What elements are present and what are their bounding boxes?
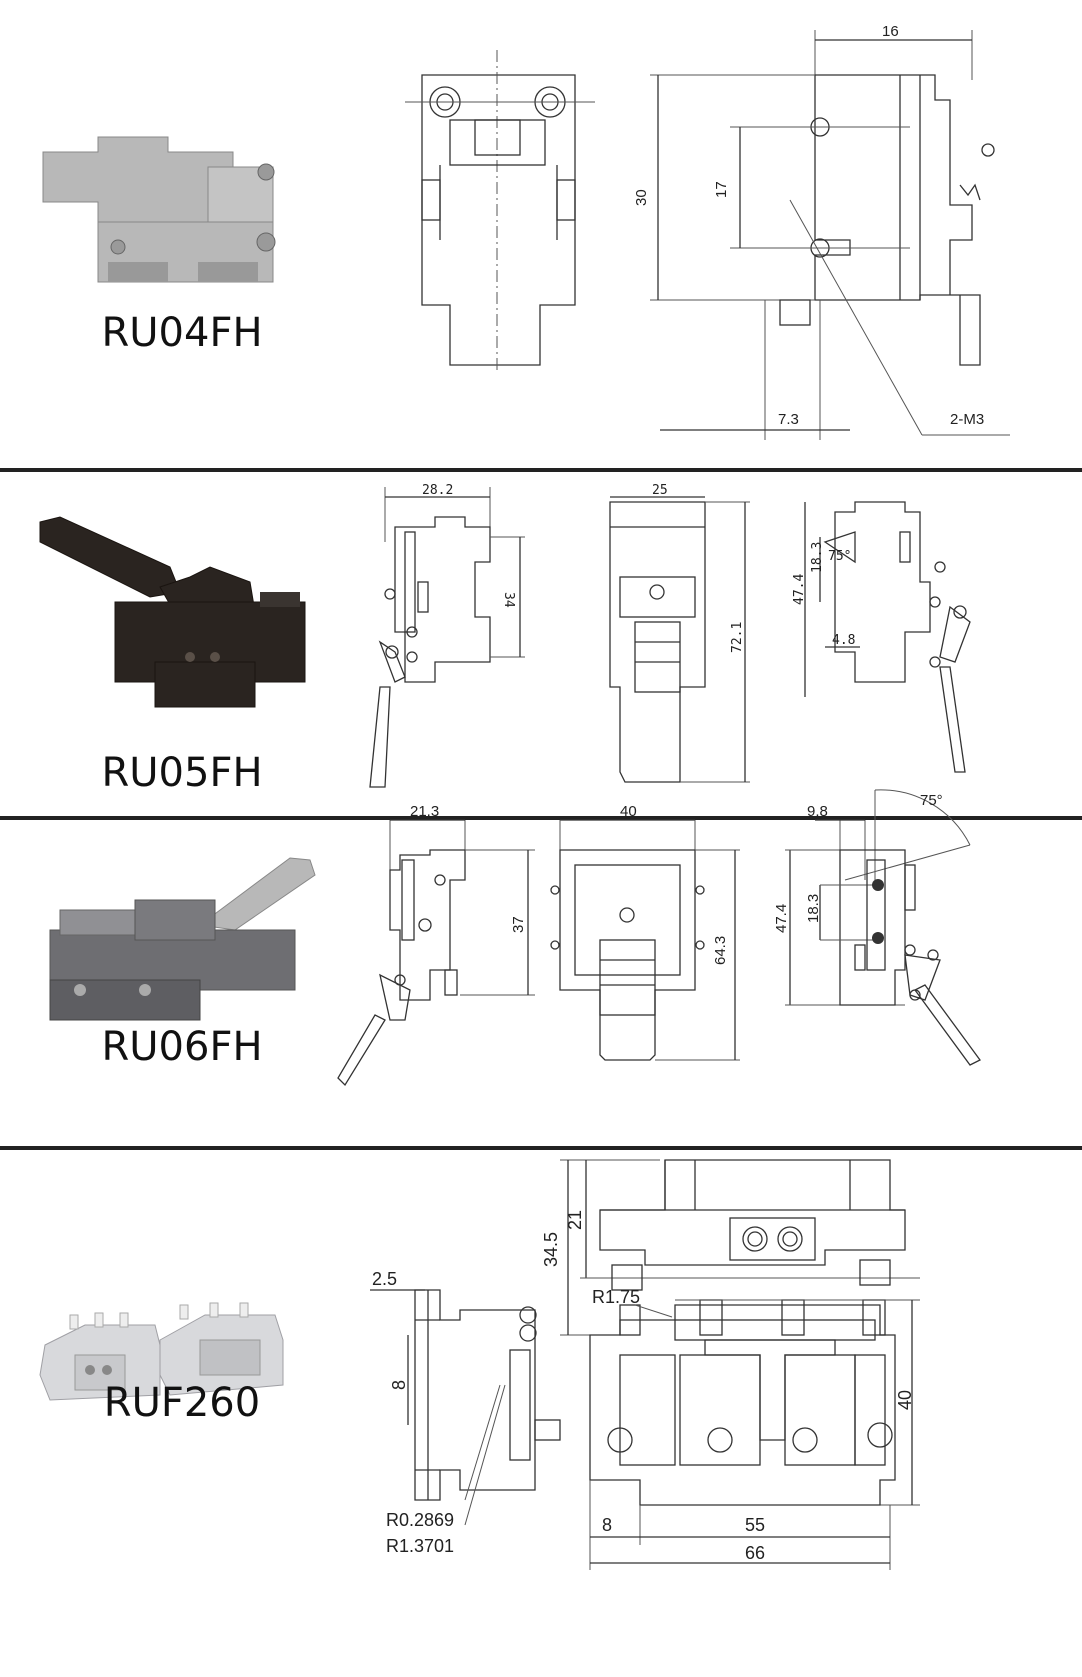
- dim-55: 55: [745, 1515, 765, 1535]
- dim-r0-2869: R0.2869: [386, 1510, 455, 1530]
- dim-18-3: 18.3: [805, 894, 822, 923]
- panel-ruf260: RUF260 34.5 21 2.5 8: [0, 1150, 1082, 1677]
- product-photo-ruf260: [39, 1302, 284, 1401]
- dim-75-deg: 75°: [920, 792, 943, 809]
- dim-47-4: 47.4: [773, 904, 790, 933]
- drawing-ru04fh-side: 16 30 17 7.3 2-M3: [633, 23, 1010, 440]
- dim-8-bottom: 8: [602, 1515, 612, 1535]
- dim-37: 37: [510, 916, 527, 933]
- dim-25: 25: [652, 483, 668, 498]
- divider-1: [0, 468, 1082, 472]
- dim-40: 40: [620, 803, 637, 820]
- dim-75-deg: 75°: [828, 549, 851, 564]
- product-photo-ru05fh: [39, 516, 306, 708]
- drawing-ru05fh-right: 47.4 18.3 75° 4.8: [792, 501, 971, 773]
- dim-7-3: 7.3: [778, 411, 799, 428]
- dim-66: 66: [745, 1543, 765, 1563]
- dim-4-8: 4.8: [832, 633, 855, 648]
- model-label: RU06FH: [101, 1024, 263, 1070]
- panel-ru04fh: RU04FH 16 30 17 7.: [0, 0, 1082, 468]
- model-label: RUF260: [103, 1380, 261, 1426]
- dim-18-3: 18.3: [810, 542, 825, 573]
- drawing-ru06fh-left: 21.3 37: [337, 803, 535, 1087]
- dim-9-8: 9.8: [807, 803, 828, 820]
- dim-r1-75: R1.75: [592, 1287, 640, 1307]
- drawing-ru05fh-front: 25 72.1: [609, 483, 750, 783]
- product-photo-ru06fh: [49, 857, 316, 1021]
- drawing-ruf260-bottom: R1.75 40 8 55 66: [589, 1287, 920, 1570]
- drawing-ruf260-top: 34.5 21: [541, 1159, 920, 1336]
- drawing-ru05fh-left: 28.2 34: [369, 483, 525, 788]
- dim-34: 34: [501, 592, 516, 608]
- dim-8-side: 8: [389, 1380, 409, 1390]
- dim-r1-3701: R1.3701: [386, 1536, 455, 1556]
- dim-2-5: 2.5: [372, 1269, 397, 1289]
- panel-ru05fh: RU05FH 28.2 34 25 72.1 47.4: [0, 472, 1082, 816]
- drawing-ru04fh-front: [405, 50, 595, 370]
- divider-2: [0, 816, 1082, 820]
- drawing-ru06fh-front: 40 64.3: [550, 803, 740, 1061]
- model-label: RU05FH: [101, 750, 263, 796]
- dim-72-1: 72.1: [730, 622, 745, 653]
- dim-21: 21: [565, 1210, 585, 1230]
- panel-ru06fh: RU06FH 21.3 37 40 64.3: [0, 789, 1082, 1146]
- model-label: RU04FH: [101, 310, 263, 356]
- drawing-ru06fh-right: 9.8 75° 47.4 18.3: [773, 789, 981, 1066]
- drawing-ruf260-side: 2.5 8: [370, 1269, 561, 1526]
- dim-30: 30: [633, 189, 650, 206]
- dim-2-m3: 2-M3: [950, 411, 984, 428]
- dim-40: 40: [895, 1390, 915, 1410]
- dim-21-3: 21.3: [410, 803, 439, 820]
- dim-16: 16: [882, 23, 899, 40]
- dim-28-2: 28.2: [422, 483, 453, 498]
- product-photo-ru04fh: [42, 136, 276, 283]
- dim-17: 17: [713, 181, 730, 198]
- divider-3: [0, 1146, 1082, 1150]
- dim-34-5: 34.5: [541, 1232, 561, 1267]
- dim-47-4: 47.4: [792, 574, 807, 605]
- dim-64-3: 64.3: [712, 936, 729, 965]
